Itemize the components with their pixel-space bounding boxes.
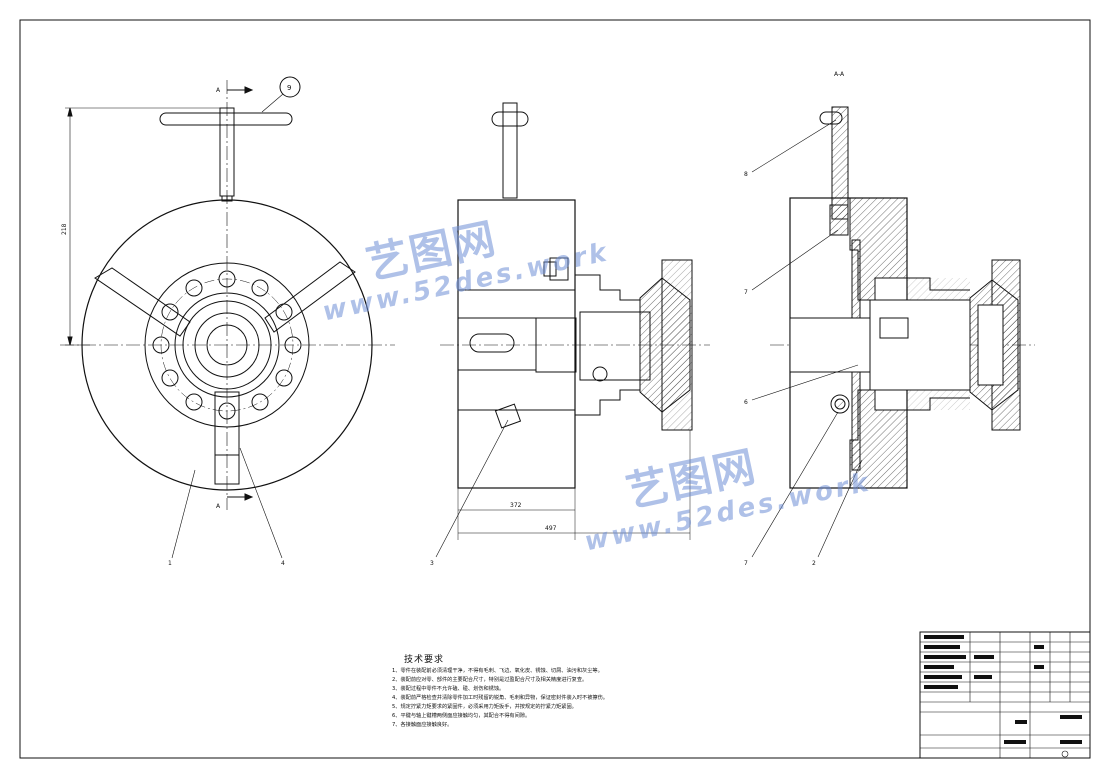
side-view xyxy=(435,102,710,558)
balloon-8-label: 8 xyxy=(744,171,748,178)
note-item: 1、零件在装配前必须清理干净，不得有毛刺、飞边、氧化皮、锈蚀、切屑、油污和灰尘等… xyxy=(392,668,603,674)
note-item: 4、装配前严格检查并清除零件加工时残留的锐角、毛刺和异物，保证密封件装入时不被擦… xyxy=(392,695,608,701)
note-item: 7、各接触面应接触良好。 xyxy=(392,722,453,728)
section-title: A-A xyxy=(834,71,845,78)
balloon-3-label: 3 xyxy=(430,560,434,567)
front-view xyxy=(60,76,395,559)
balloon-7b-label: 7 xyxy=(744,560,748,567)
note-item: 3、装配过程中零件不允许磕、碰、划伤和锈蚀。 xyxy=(392,686,505,692)
title-block xyxy=(919,631,1091,759)
balloon-1-label: 1 xyxy=(168,560,172,567)
section-marker-top: A xyxy=(216,87,221,94)
technical-requirements: 技术要求 1、零件在装配前必须清理干净，不得有毛刺、飞边、氧化皮、锈蚀、切屑、油… xyxy=(392,652,722,730)
section-marker-bottom: A xyxy=(216,503,221,510)
balloon-7-label: 7 xyxy=(744,289,748,296)
balloon-9-label: 9 xyxy=(287,84,291,92)
dimension-height: 218 xyxy=(61,223,68,235)
note-item: 2、装配前应对零、部件的主要配合尺寸，特别是过盈配合尺寸及相关精度进行复查。 xyxy=(392,677,588,683)
balloon-2-label: 2 xyxy=(812,560,816,567)
balloon-4-label: 4 xyxy=(281,560,285,567)
side-view-labels: 372 497 3 xyxy=(430,502,557,567)
note-item: 6、平键与轴上键槽两侧面应接触均匀，其配合不得有间隙。 xyxy=(392,713,531,719)
front-view-labels: A A 9 218 1 4 xyxy=(61,84,291,567)
sheet-border xyxy=(19,19,1091,759)
notes-title: 技术要求 xyxy=(404,655,445,665)
section-view xyxy=(751,106,1035,558)
balloon-6-label: 6 xyxy=(744,399,748,406)
section-view-labels: A-A 8 7 6 7 2 xyxy=(744,71,845,567)
dimension-side-overall: 497 xyxy=(545,525,557,532)
dimension-side-inner: 372 xyxy=(510,502,522,509)
note-item: 5、规定拧紧力矩要求的紧固件，必须采用力矩扳手，并按规定的拧紧力矩紧固。 xyxy=(392,704,577,710)
